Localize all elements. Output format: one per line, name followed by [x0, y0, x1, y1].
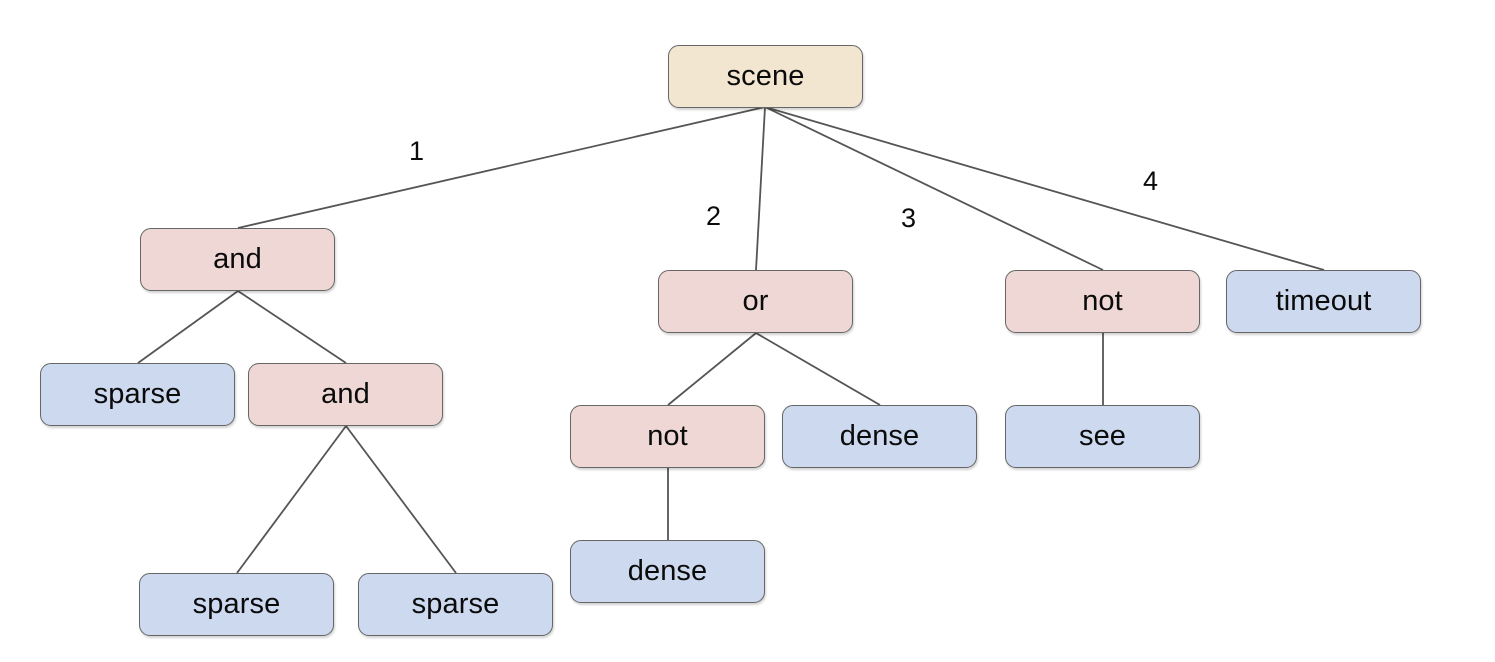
tree-edge-and1-to-and2: [237, 290, 347, 364]
tree-edge-or1-to-not2: [667, 332, 757, 406]
tree-node-or1[interactable]: or: [658, 270, 853, 333]
tree-edge-and1-to-sparse1: [137, 290, 239, 364]
tree-node-and2[interactable]: and: [248, 363, 443, 426]
tree-node-not2[interactable]: not: [570, 405, 765, 468]
tree-node-sparse2[interactable]: sparse: [139, 573, 334, 636]
tree-edge-scene-to-timeout1: [764, 106, 1325, 271]
tree-edge-scene-to-and1: [237, 106, 766, 229]
tree-edge-or1-to-dense1: [755, 332, 881, 406]
tree-node-not1[interactable]: not: [1005, 270, 1200, 333]
tree-node-scene[interactable]: scene: [668, 45, 863, 108]
tree-node-and1[interactable]: and: [140, 228, 335, 291]
tree-node-dense2[interactable]: dense: [570, 540, 765, 603]
tree-node-timeout1[interactable]: timeout: [1226, 270, 1421, 333]
edge-label-1: 1: [409, 136, 425, 166]
edge-label-2: 2: [706, 201, 722, 231]
edge-label-3: 3: [901, 203, 917, 233]
tree-node-dense1[interactable]: dense: [782, 405, 977, 468]
tree-edge-scene-to-not1: [764, 106, 1104, 271]
tree-edge-and2-to-sparse3: [345, 425, 457, 574]
tree-node-sparse3[interactable]: sparse: [358, 573, 553, 636]
tree-node-see1[interactable]: see: [1005, 405, 1200, 468]
tree-node-sparse1[interactable]: sparse: [40, 363, 235, 426]
edge-label-4: 4: [1143, 166, 1159, 196]
tree-edge-scene-to-or1: [755, 106, 766, 271]
tree-edge-and2-to-sparse2: [236, 425, 347, 574]
